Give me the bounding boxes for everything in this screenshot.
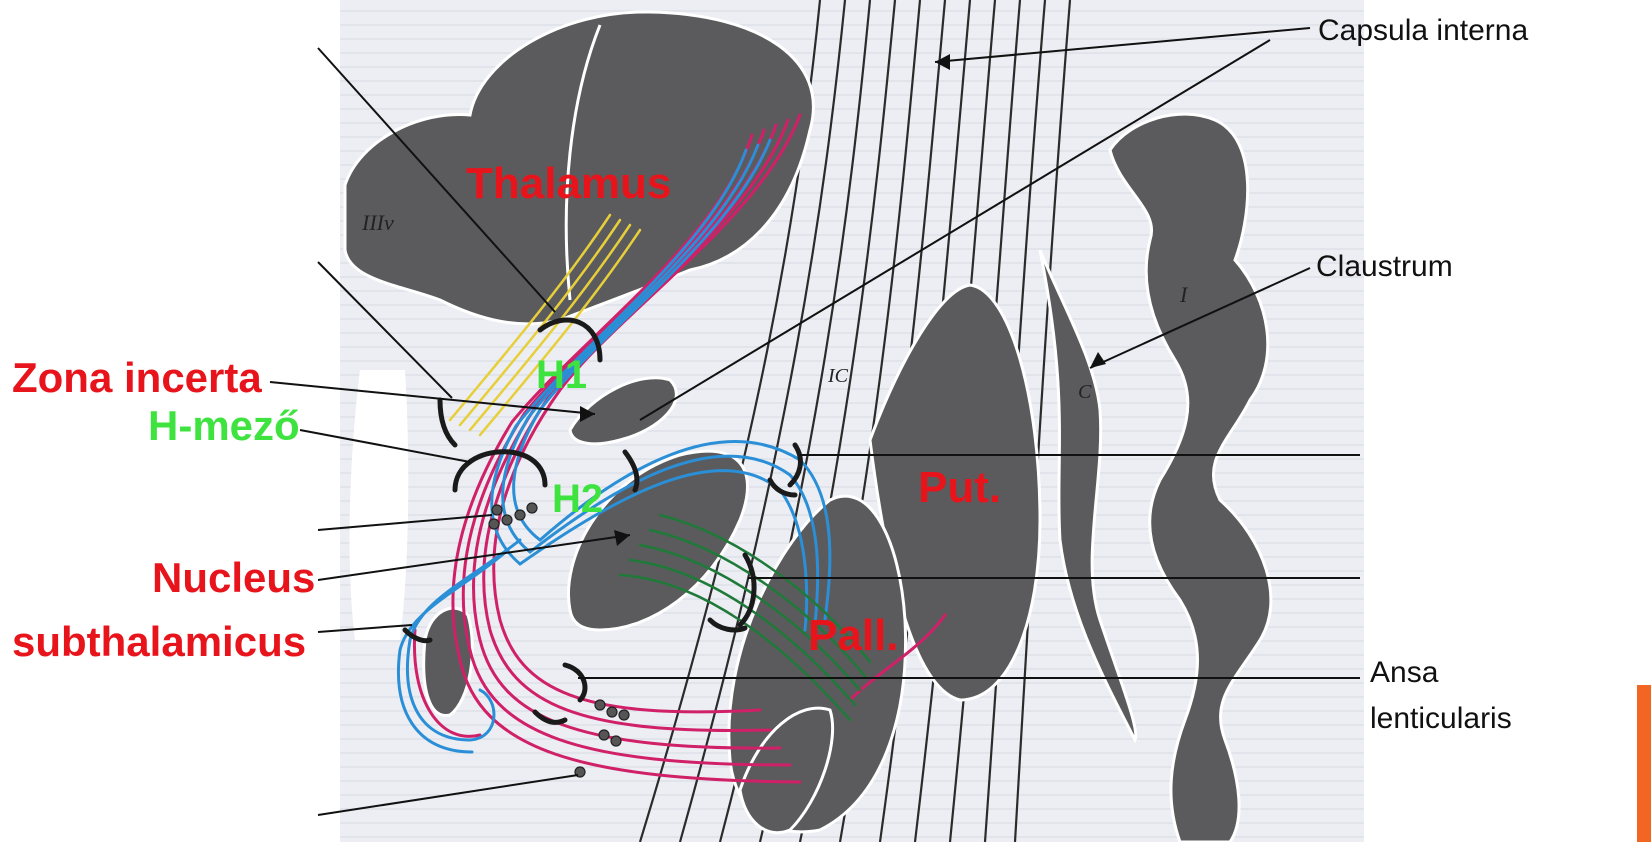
slide-accent-bar — [1637, 685, 1651, 842]
label-h1: H1 — [536, 353, 587, 397]
label-iiiv: IIIv — [361, 210, 394, 235]
label-put: Put. — [918, 463, 1001, 512]
label-zona-incerta: Zona incerta — [12, 354, 262, 401]
label-pall: Pall. — [808, 611, 899, 660]
label-h2: H2 — [552, 477, 603, 521]
label-lenticularis: lenticularis — [1370, 702, 1512, 735]
third-ventricle — [350, 370, 409, 640]
label-thalamus: Thalamus — [466, 159, 671, 208]
label-h-mezo: H-mező — [148, 402, 300, 449]
label-c: C — [1078, 381, 1092, 403]
label-capsula-interna: Capsula interna — [1318, 14, 1528, 47]
label-ansa: Ansa — [1370, 656, 1439, 689]
label-ic: IC — [827, 365, 849, 387]
label-claustrum: Claustrum — [1316, 250, 1453, 283]
label-nucleus: Nucleus — [152, 554, 315, 601]
label-subthalamicus: subthalamicus — [12, 618, 306, 665]
